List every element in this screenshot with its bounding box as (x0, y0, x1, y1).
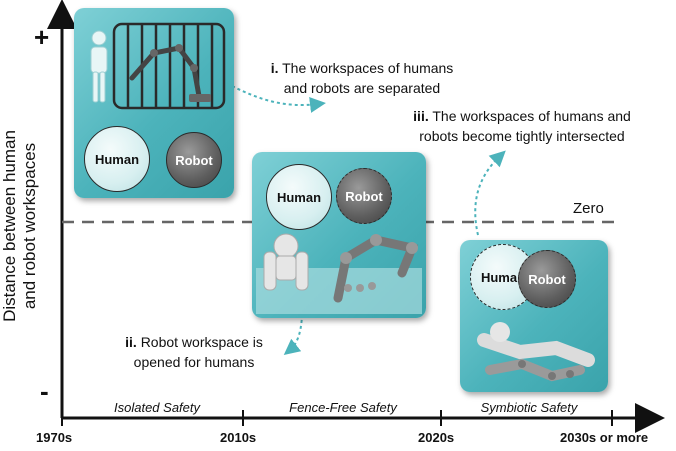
note-ii: ii. Robot workspace is opened for humans (96, 332, 292, 372)
note-i-line2: and robots are separated (283, 80, 441, 96)
human-circle: Human (84, 126, 150, 192)
era-fence-free-safety: Fence-Free Safety (289, 400, 397, 415)
human-robot-intertwined-icon (477, 322, 595, 382)
note-iii-line1: The workspaces of humans and (432, 108, 631, 124)
human-circle: Human (266, 164, 332, 230)
tick-label-2030s-or-more: 2030s or more (560, 430, 649, 445)
arrow-i (231, 85, 326, 113)
note-i: i. The workspaces of humans and robots a… (232, 58, 492, 98)
robot-circle: Robot (336, 168, 392, 224)
era-isolated-safety: Isolated Safety (114, 400, 200, 415)
note-ii-line2: opened for humans (133, 354, 255, 370)
minus-sign: - (40, 376, 49, 406)
note-i-number: i. (270, 60, 279, 76)
era-symbiotic-safety: Symbiotic Safety (480, 400, 578, 415)
tick-label-2020s: 2020s (418, 430, 455, 445)
robot-circle: Robot (518, 250, 576, 308)
note-iii-line2: robots become tightly intersected (419, 128, 625, 144)
fence-free-safety-panel: Human Robot (252, 152, 426, 318)
note-iii: iii. The workspaces of humans and robots… (372, 106, 672, 146)
y-axis-label: Distance between human and robot workspa… (0, 111, 42, 341)
zero-label: Zero (573, 200, 604, 217)
note-i-line1: The workspaces of humans (282, 60, 454, 76)
plus-sign: + (34, 22, 50, 52)
symbiotic-safety-panel: Human Robot (460, 240, 608, 392)
note-ii-line1: Robot workspace is (140, 334, 263, 350)
y-axis-label-line1: Distance between human (0, 130, 19, 322)
fence-free-scene (256, 233, 422, 314)
symbiotic-scene (477, 322, 595, 382)
human-figure-icon (90, 30, 108, 103)
y-axis-label-line2: and robot workspaces (20, 142, 39, 310)
isolated-safety-panel: Human Robot (74, 8, 234, 198)
arrow-iii (474, 150, 506, 236)
tick-label-2010s: 2010s (220, 430, 257, 445)
note-iii-number: iii. (413, 108, 429, 124)
human-figure-icon (263, 233, 309, 291)
note-ii-number: ii. (125, 334, 137, 350)
isolated-scene (90, 22, 226, 110)
robot-circle: Robot (166, 132, 222, 188)
tick-label-1970s: 1970s (36, 430, 73, 445)
